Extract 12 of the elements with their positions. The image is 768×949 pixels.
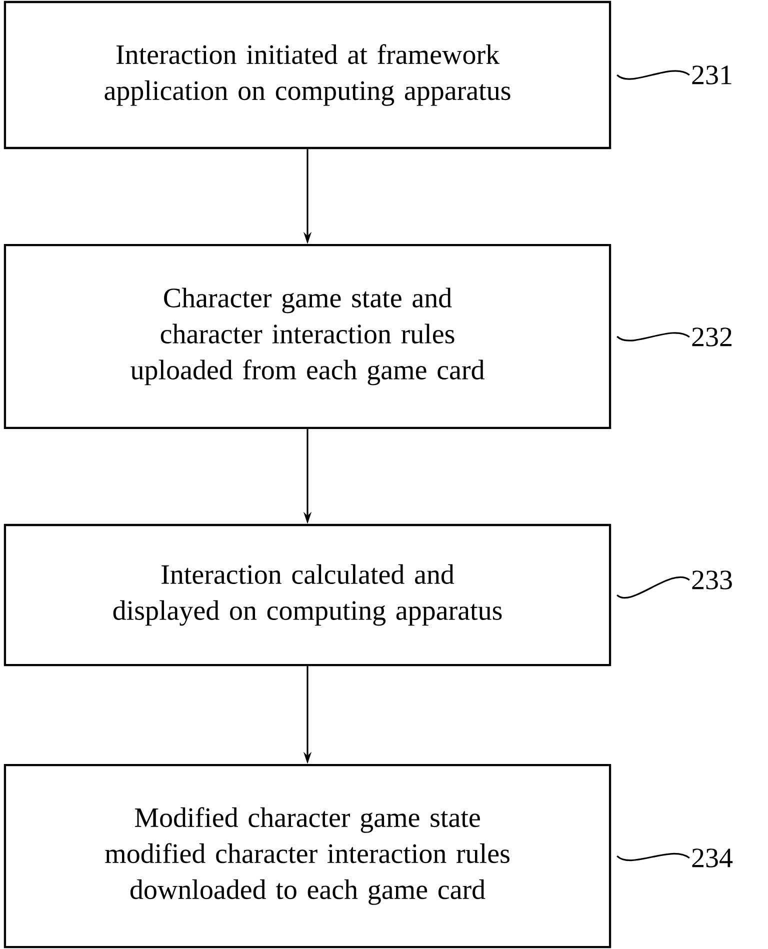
leader-line	[616, 332, 690, 342]
reference-number: 234	[692, 848, 733, 868]
leader-line	[616, 70, 690, 80]
reference-number: 233	[692, 570, 732, 590]
reference-number: 232	[692, 328, 732, 346]
process-box: Interaction initiated at framework application on computing apparatus	[4, 0, 612, 150]
leader-line	[616, 852, 690, 862]
leader-line	[616, 576, 690, 599]
reference-number: 231	[692, 66, 732, 84]
process-box: Character game state and character interaction rules uploaded from each game card	[4, 244, 612, 430]
process-box: Interaction calculated and displayed on computing apparatus	[4, 524, 612, 666]
process-box: Modified character game state modified character interaction rules downloaded to each game card	[4, 764, 612, 948]
